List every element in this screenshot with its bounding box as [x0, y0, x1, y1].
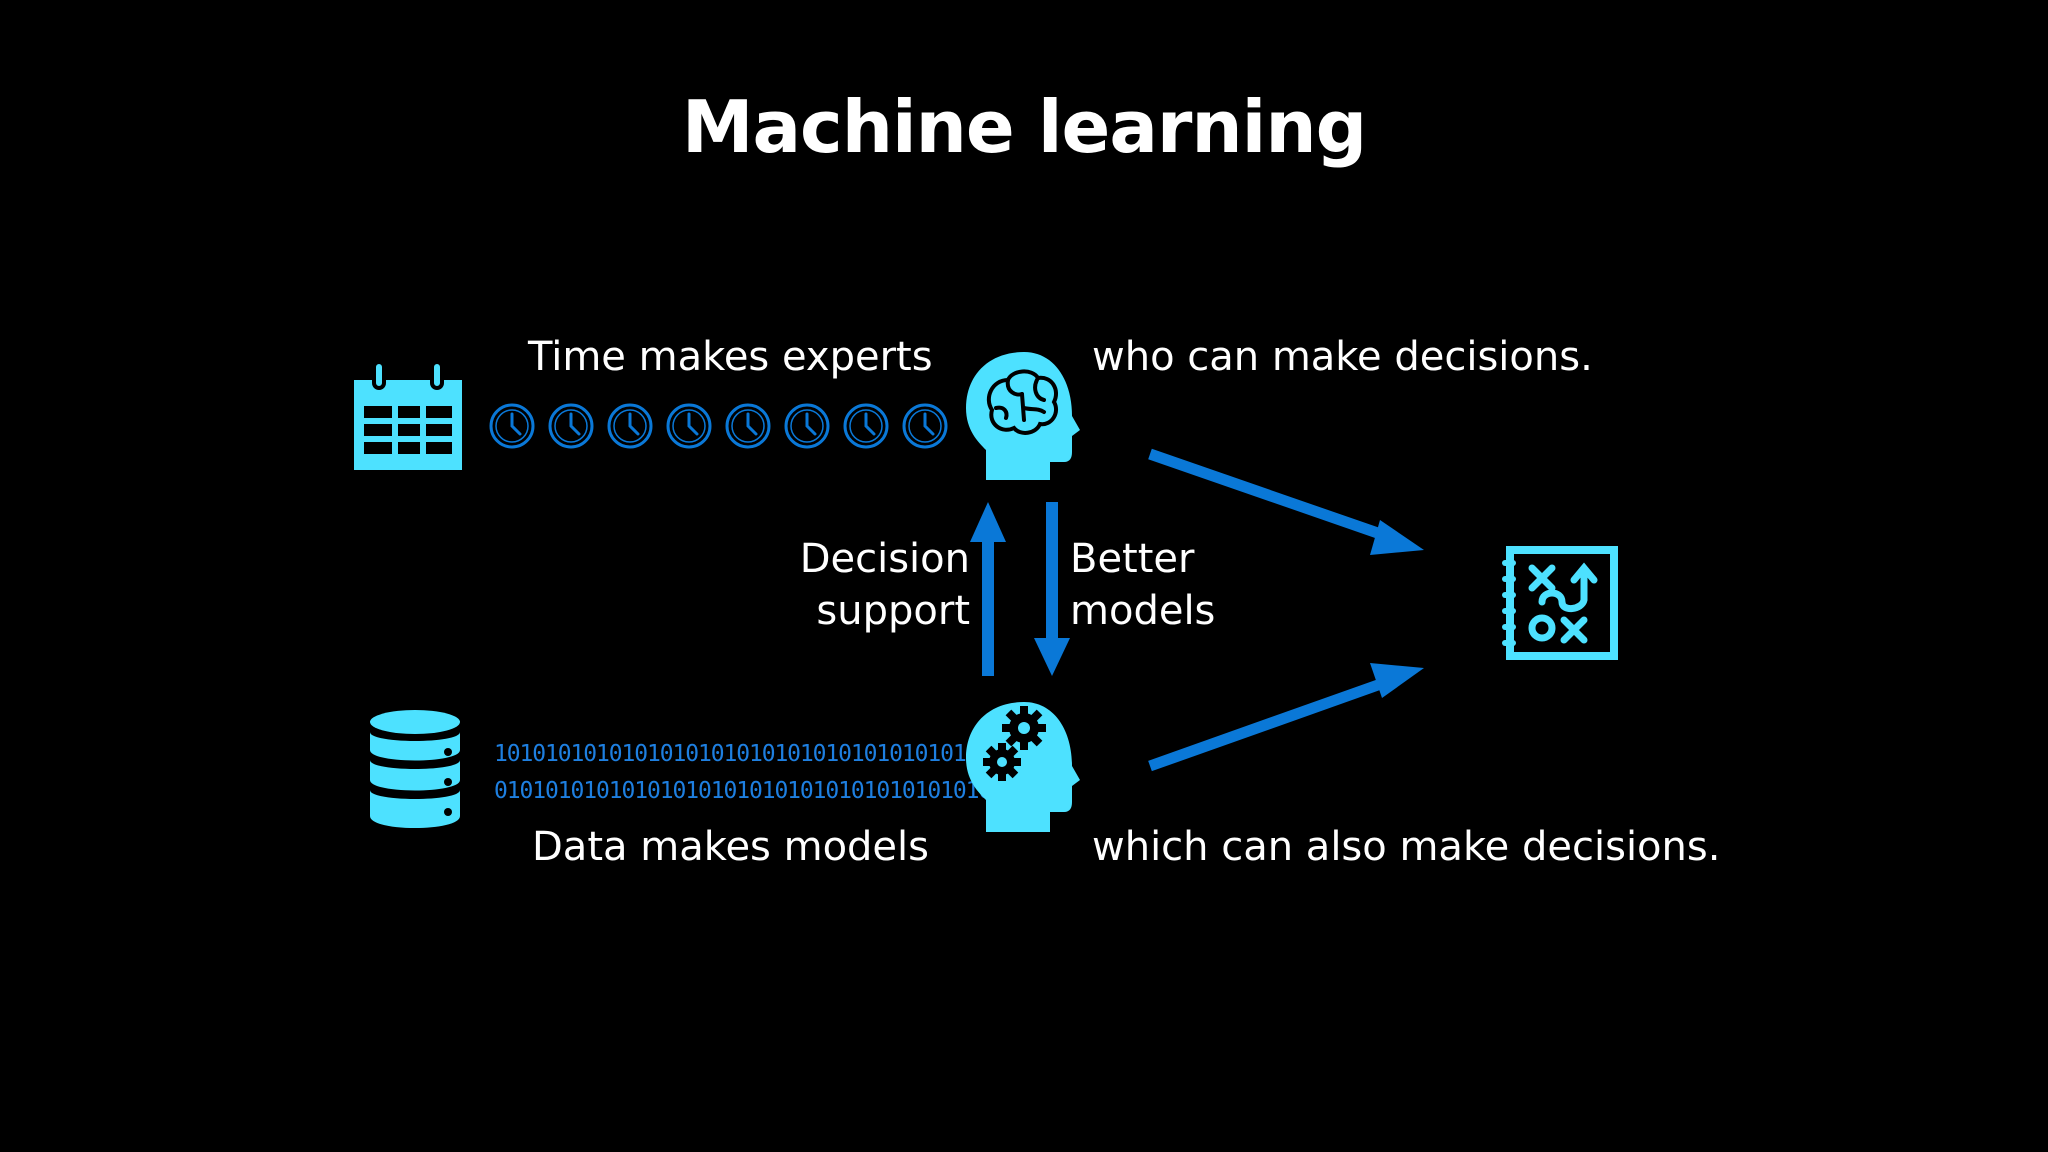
clock-row — [489, 403, 948, 449]
clock-icon — [784, 403, 830, 449]
gear-head-icon — [966, 702, 1080, 832]
clock-icon — [607, 403, 653, 449]
better-models-label-line2: models — [1070, 588, 1216, 634]
decision-support-label-line2: support — [816, 588, 970, 634]
time-makes-experts-label: Time makes experts — [528, 334, 933, 380]
binary-data-line1: 1010101010101010101010101010101010101010 — [494, 741, 1005, 767]
clock-icon — [902, 403, 948, 449]
binary-data-line2: 0101010101010101010101010101010101010101 — [494, 778, 1005, 804]
better-models-label-line1: Better — [1070, 536, 1195, 582]
strategy-board-icon — [1502, 546, 1618, 660]
clock-icon — [666, 403, 712, 449]
calendar-icon — [354, 360, 462, 470]
clock-icon — [548, 403, 594, 449]
clock-icon — [843, 403, 889, 449]
slide-title: Machine learning — [681, 85, 1367, 169]
brain-head-icon — [966, 352, 1080, 480]
clock-icon — [489, 403, 535, 449]
database-icon — [370, 710, 460, 828]
who-can-make-decisions-label: who can make decisions. — [1092, 334, 1593, 380]
decision-support-label-line1: Decision — [799, 536, 970, 582]
which-can-also-make-decisions-label: which can also make decisions. — [1092, 824, 1721, 870]
clock-icon — [725, 403, 771, 449]
data-makes-models-label: Data makes models — [532, 824, 929, 870]
